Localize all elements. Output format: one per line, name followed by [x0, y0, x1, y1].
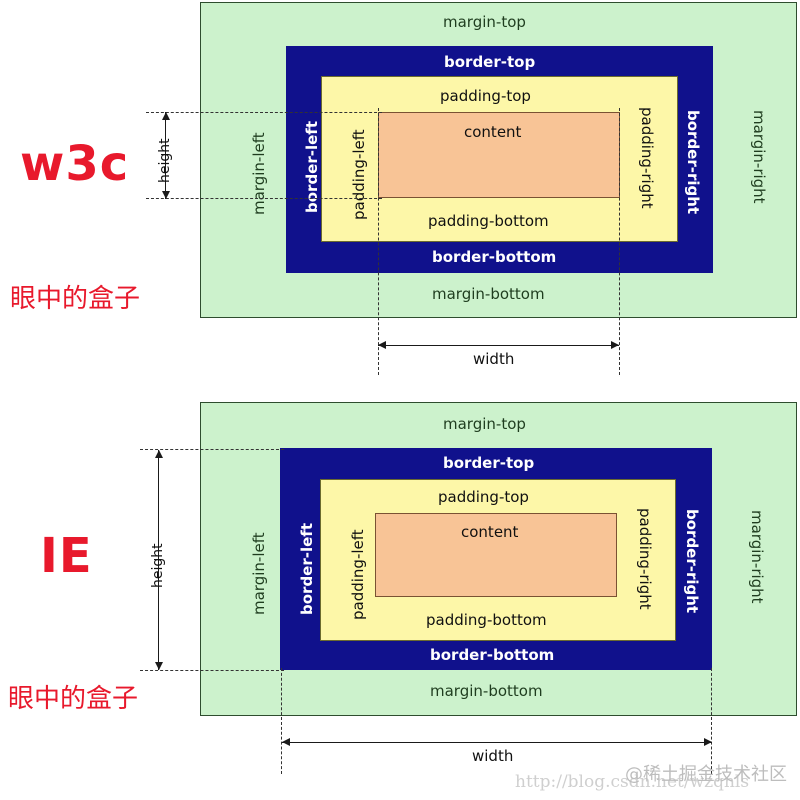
label-padding-right-ie: padding-right: [636, 508, 654, 610]
label-margin-right-w3c: margin-right: [750, 110, 768, 204]
height-arrow-line-w3c: [165, 112, 166, 199]
height-arrow-head-bottom-ie: [155, 662, 163, 670]
label-height-ie: height: [150, 543, 166, 588]
label-height-w3c: height: [157, 138, 173, 183]
model-title-w3c: w3c: [20, 136, 130, 192]
label-padding-bottom-w3c: padding-bottom: [428, 212, 549, 230]
label-border-left-w3c: border-left: [303, 121, 321, 213]
guide-content-top-w3c: [146, 112, 382, 113]
guide-border-bottom-ie: [140, 670, 284, 671]
model-caption-w3c: 眼中的盒子: [10, 284, 141, 314]
guide-border-left-ie: [281, 668, 282, 774]
content-box-w3c: [378, 112, 620, 198]
label-width-w3c: width: [473, 350, 515, 368]
label-padding-right-w3c: padding-right: [638, 107, 656, 209]
label-border-left-ie: border-left: [298, 523, 316, 615]
label-content-w3c: content: [464, 123, 522, 141]
watermark-community: @稀土掘金技术社区: [625, 764, 787, 785]
guide-border-right-ie: [711, 668, 712, 774]
label-margin-bottom-w3c: margin-bottom: [432, 285, 545, 303]
content-box-ie: [375, 513, 617, 597]
guide-content-bottom-w3c: [146, 198, 382, 199]
width-arrow-line-ie: [282, 742, 712, 743]
height-arrow-head-top-ie: [155, 450, 163, 458]
model-caption-ie: 眼中的盒子: [8, 684, 139, 714]
model-title-ie: IE: [40, 528, 93, 584]
height-arrow-line-ie: [158, 450, 159, 670]
height-arrow-head-bottom-w3c: [162, 191, 170, 199]
width-arrow-head-left-w3c: [378, 341, 386, 349]
label-padding-bottom-ie: padding-bottom: [426, 611, 547, 629]
width-arrow-line-w3c: [378, 345, 619, 346]
label-border-top-w3c: border-top: [444, 53, 536, 71]
width-arrow-head-left-ie: [282, 738, 290, 746]
label-padding-top-w3c: padding-top: [440, 87, 531, 105]
label-border-right-w3c: border-right: [684, 110, 702, 215]
label-margin-top-w3c: margin-top: [443, 13, 526, 31]
label-margin-left-w3c: margin-left: [250, 132, 268, 215]
width-arrow-head-right-w3c: [611, 341, 619, 349]
label-content-ie: content: [461, 523, 519, 541]
label-margin-right-ie: margin-right: [748, 510, 766, 604]
height-arrow-head-top-w3c: [162, 112, 170, 120]
guide-content-left-w3c: [378, 108, 379, 375]
label-border-right-ie: border-right: [683, 509, 701, 614]
label-padding-left-w3c: padding-left: [350, 129, 368, 220]
label-width-ie: width: [472, 747, 514, 765]
guide-content-right-w3c: [619, 108, 620, 375]
guide-border-top-ie: [140, 449, 284, 450]
label-border-top-ie: border-top: [443, 454, 535, 472]
label-margin-bottom-ie: margin-bottom: [430, 682, 543, 700]
label-border-bottom-ie: border-bottom: [430, 646, 555, 664]
label-border-bottom-w3c: border-bottom: [432, 248, 557, 266]
label-padding-top-ie: padding-top: [438, 488, 529, 506]
watermark-url: http://blog.csdn.net/wzqnls: [515, 772, 750, 792]
label-padding-left-ie: padding-left: [349, 529, 367, 620]
label-margin-top-ie: margin-top: [443, 415, 526, 433]
width-arrow-head-right-ie: [704, 738, 712, 746]
label-margin-left-ie: margin-left: [250, 532, 268, 615]
